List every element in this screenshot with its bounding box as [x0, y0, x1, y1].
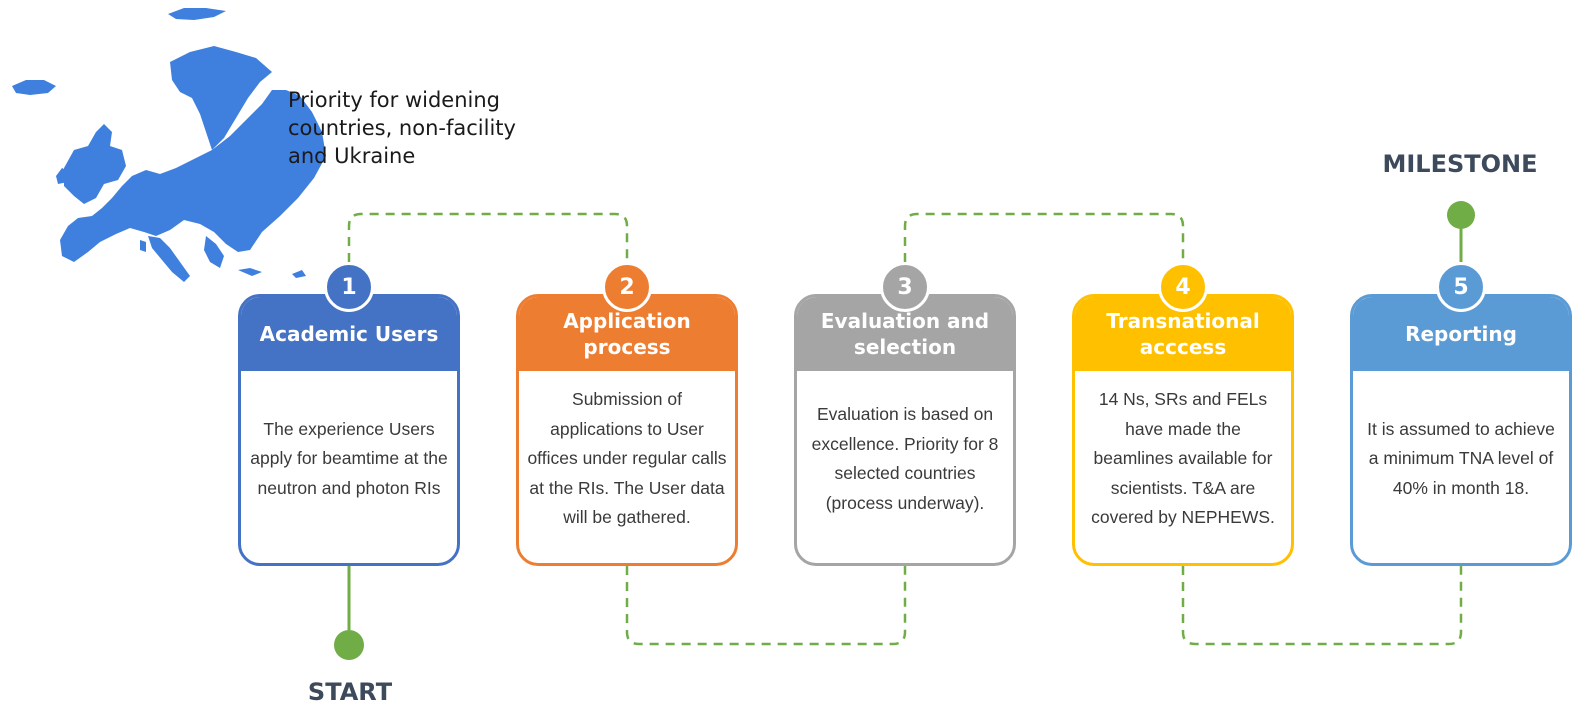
- step-card-1: Academic Users The experience Users appl…: [238, 294, 460, 566]
- step-description: The experience Users apply for beamtime …: [250, 418, 448, 498]
- step-number: 4: [1175, 274, 1191, 300]
- step-number: 1: [341, 274, 357, 300]
- step-title: Application process: [563, 309, 691, 359]
- step-header: Application process: [519, 297, 735, 371]
- step-body: Evaluation is based on excellence. Prior…: [797, 371, 1013, 563]
- step-body: The experience Users apply for beamtime …: [241, 371, 457, 563]
- step-card-4: Transnational acccess 14 Ns, SRs and FEL…: [1072, 294, 1294, 566]
- step-body: It is assumed to achieve a minimum TNA l…: [1353, 371, 1569, 563]
- step-title: Reporting: [1405, 322, 1517, 346]
- bottom-connector-4-5: [1181, 566, 1463, 646]
- top-connector-3-4: [903, 212, 1185, 262]
- top-connector-1-2: [347, 212, 629, 262]
- step-badge-2: 2: [602, 262, 652, 312]
- step-badge-3: 3: [880, 262, 930, 312]
- start-dot: [334, 630, 364, 660]
- milestone-dot: [1447, 201, 1475, 229]
- step-title: Transnational acccess: [1106, 309, 1260, 359]
- start-label: START: [307, 678, 393, 706]
- priority-note: Priority for widening countries, non-fac…: [288, 88, 516, 168]
- step-number: 5: [1453, 274, 1469, 300]
- step-number: 2: [619, 274, 635, 300]
- step-body: 14 Ns, SRs and FELs have made the beamli…: [1075, 371, 1291, 563]
- step-badge-1: 1: [324, 262, 374, 312]
- step-card-2: Application process Submission of applic…: [516, 294, 738, 566]
- step-card-3: Evaluation and selection Evaluation is b…: [794, 294, 1016, 566]
- step-description: Submission of applications to User offic…: [527, 389, 727, 528]
- step-badge-4: 4: [1158, 262, 1208, 312]
- step-badge-5: 5: [1436, 262, 1486, 312]
- step-description: 14 Ns, SRs and FELs have made the beamli…: [1091, 389, 1275, 528]
- step-body: Submission of applications to User offic…: [519, 371, 735, 563]
- step-title: Evaluation and selection: [820, 309, 990, 359]
- step-number: 3: [897, 274, 913, 300]
- bottom-connector-2-3: [625, 566, 907, 646]
- europe-map-icon: [12, 8, 326, 282]
- step-description: It is assumed to achieve a minimum TNA l…: [1367, 418, 1555, 498]
- step-card-5: Reporting It is assumed to achieve a min…: [1350, 294, 1572, 566]
- step-description: Evaluation is based on excellence. Prior…: [811, 404, 999, 513]
- milestone-label: MILESTONE: [1382, 150, 1538, 178]
- step-title: Academic Users: [259, 322, 439, 346]
